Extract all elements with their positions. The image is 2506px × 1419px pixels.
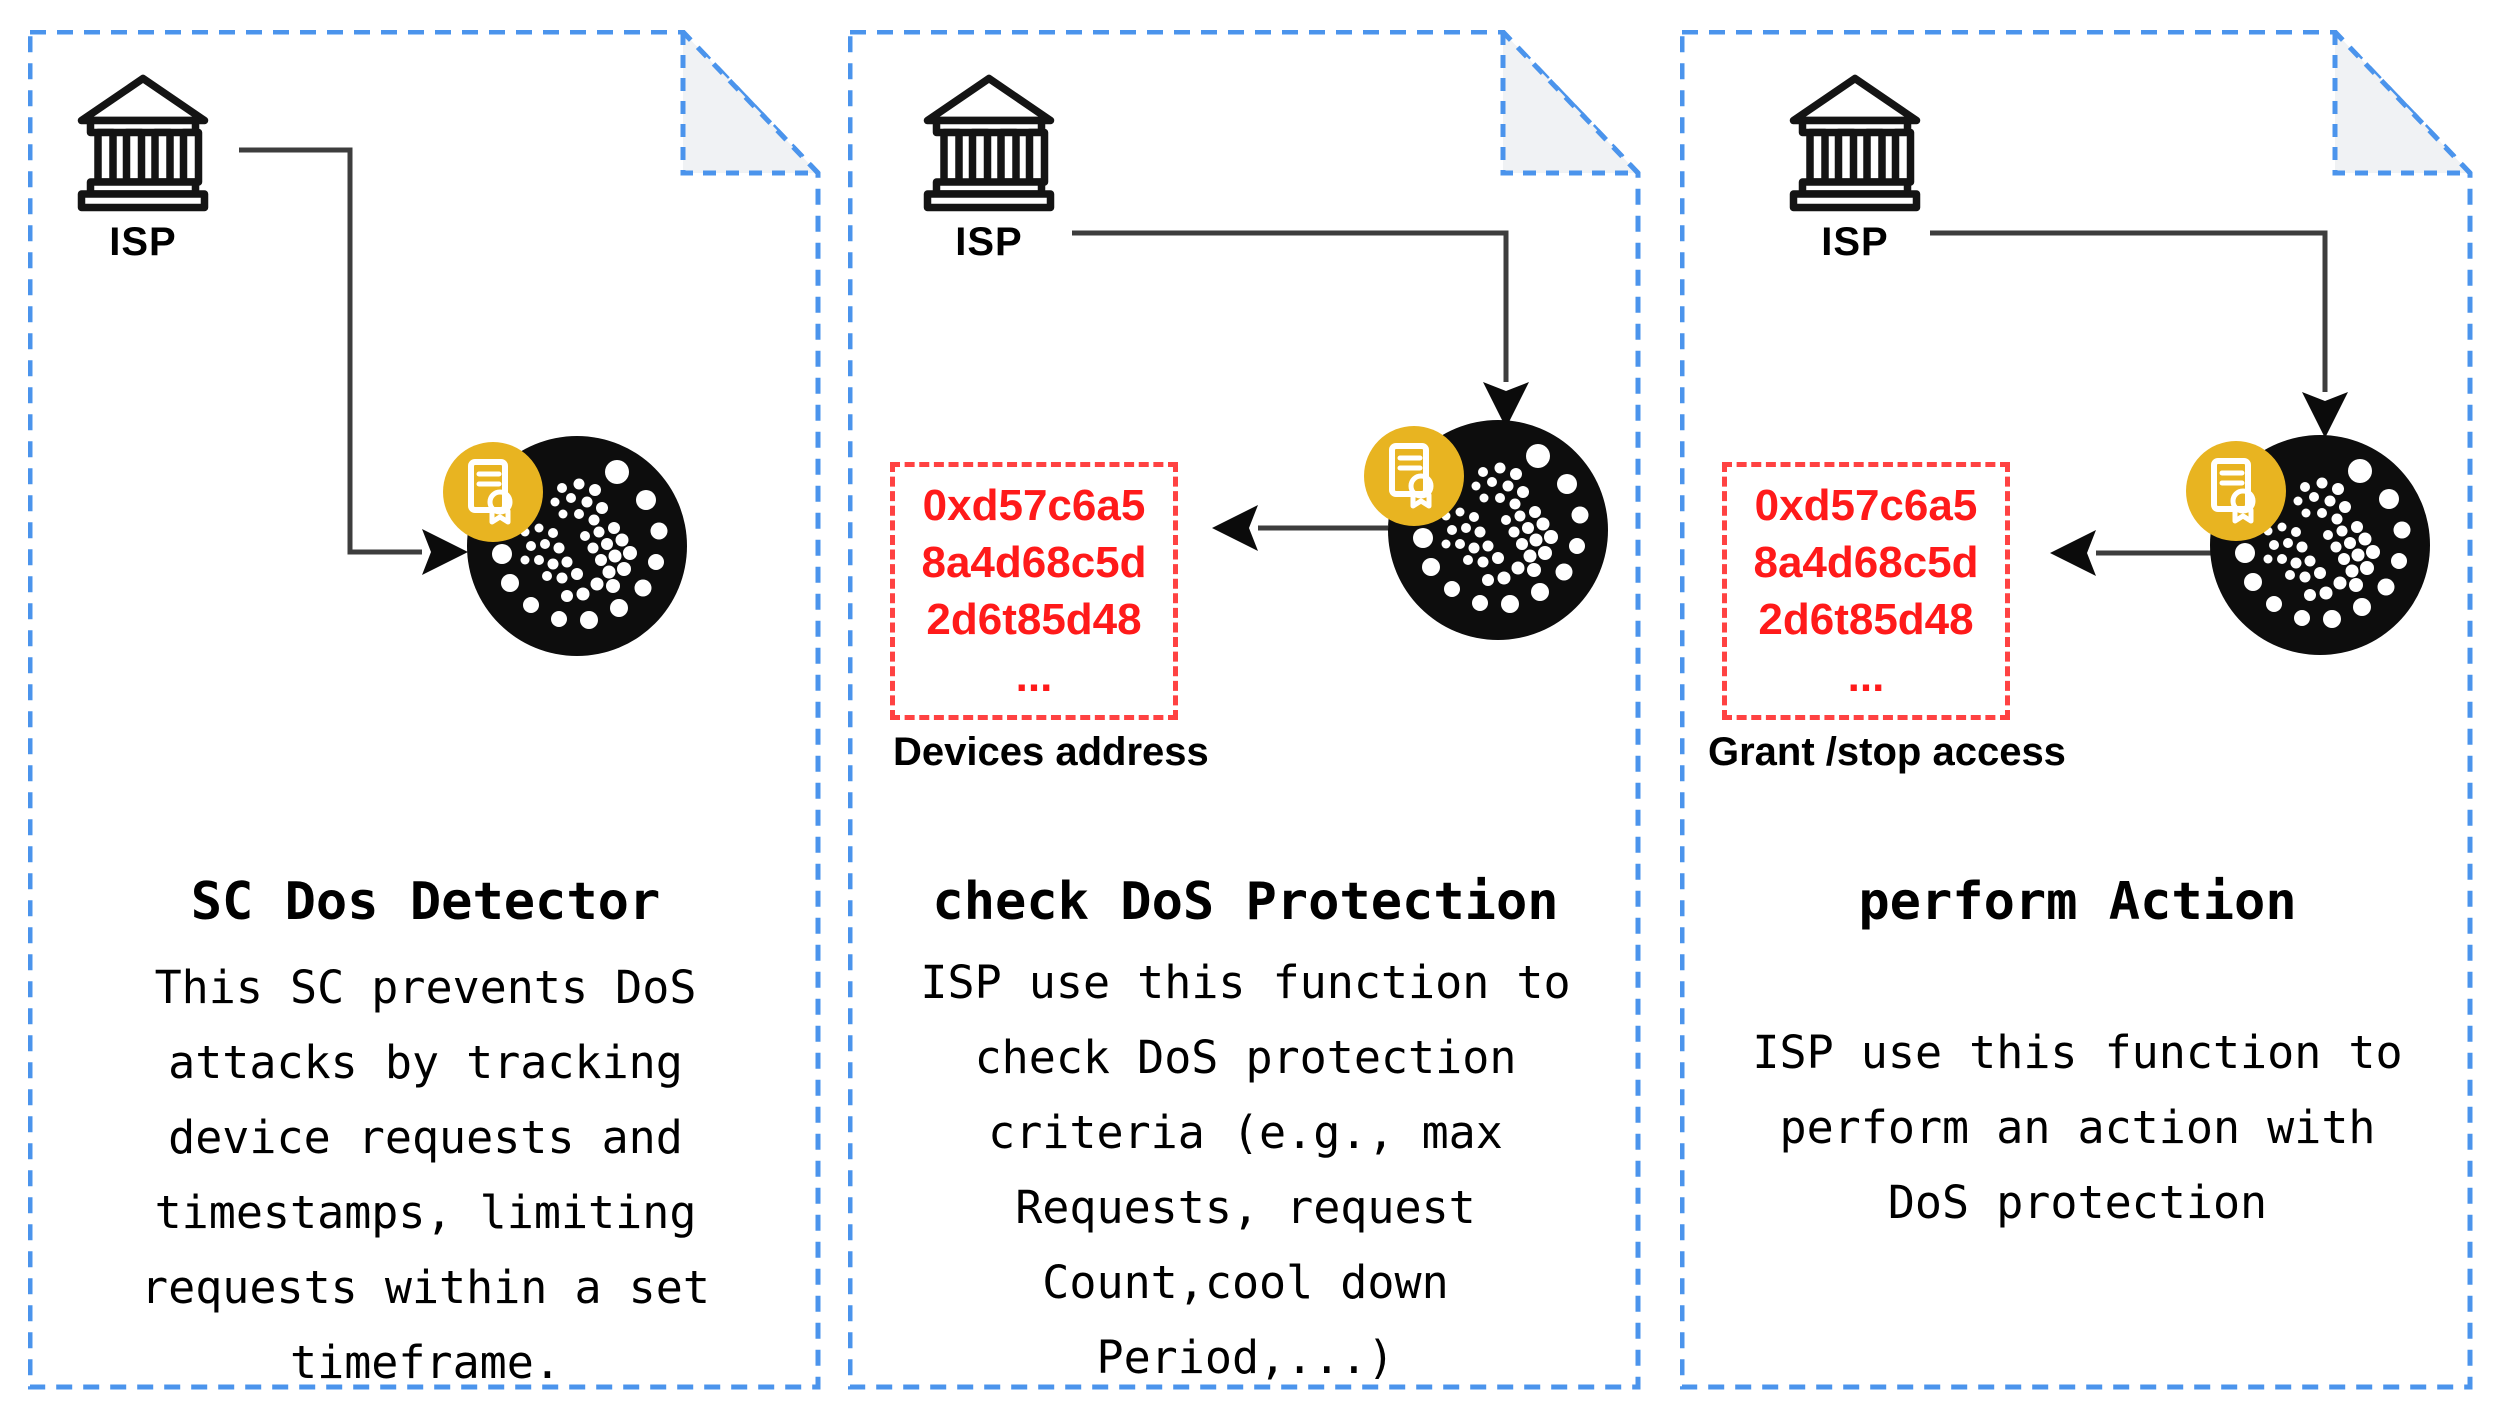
isp-label: ISP bbox=[109, 220, 177, 264]
isp-actor: ISP bbox=[68, 68, 218, 265]
address-box: 0xd57c6a5 8a4d68c5d 2d6t85d48 ... bbox=[1722, 462, 2010, 720]
note-body: ISP use this function to perform an acti… bbox=[1752, 1026, 2403, 1229]
address-box: 0xd57c6a5 8a4d68c5d 2d6t85d48 ... bbox=[890, 462, 1178, 720]
isp-label: ISP bbox=[1821, 220, 1889, 264]
iota-logo bbox=[1308, 370, 1648, 670]
page-title: perform Action bbox=[1858, 872, 2297, 932]
page-title: SC Dos Detector bbox=[190, 872, 661, 932]
address-box-caption: Grant /stop access bbox=[1708, 730, 2066, 774]
iota-node bbox=[2130, 385, 2470, 685]
isp-actor: ISP bbox=[1780, 68, 1930, 265]
address-box-caption: Devices address bbox=[893, 730, 1209, 774]
page-title: check DoS Protection bbox=[932, 872, 1559, 932]
note-body: ISP use this function to check DoS prote… bbox=[920, 956, 1571, 1384]
panel-sc-dos-detector: ISP SC Dos Detector This SC prevents DoS… bbox=[28, 30, 823, 1390]
bank-icon bbox=[914, 68, 1064, 218]
folded-corner bbox=[2332, 30, 2475, 176]
note-body: This SC prevents DoS attacks by tracking… bbox=[141, 961, 710, 1389]
iota-logo bbox=[2130, 385, 2470, 685]
folded-corner bbox=[680, 30, 823, 176]
panel-perform-action: ISP 0xd57c6a5 8a4d68c5d 2d6t85d48 ... Gr… bbox=[1680, 30, 2475, 1390]
isp-label: ISP bbox=[955, 220, 1023, 264]
note-frame bbox=[28, 30, 823, 1390]
bank-icon bbox=[1780, 68, 1930, 218]
folded-corner bbox=[1500, 30, 1643, 176]
bank-icon bbox=[68, 68, 218, 218]
iota-logo bbox=[387, 386, 727, 686]
iota-node bbox=[387, 386, 727, 686]
panel-check-dos-protection: ISP 0xd57c6a5 8a4d68c5d 2d6t85d48 ... De… bbox=[848, 30, 1643, 1390]
isp-actor: ISP bbox=[914, 68, 1064, 265]
iota-node bbox=[1308, 370, 1648, 670]
